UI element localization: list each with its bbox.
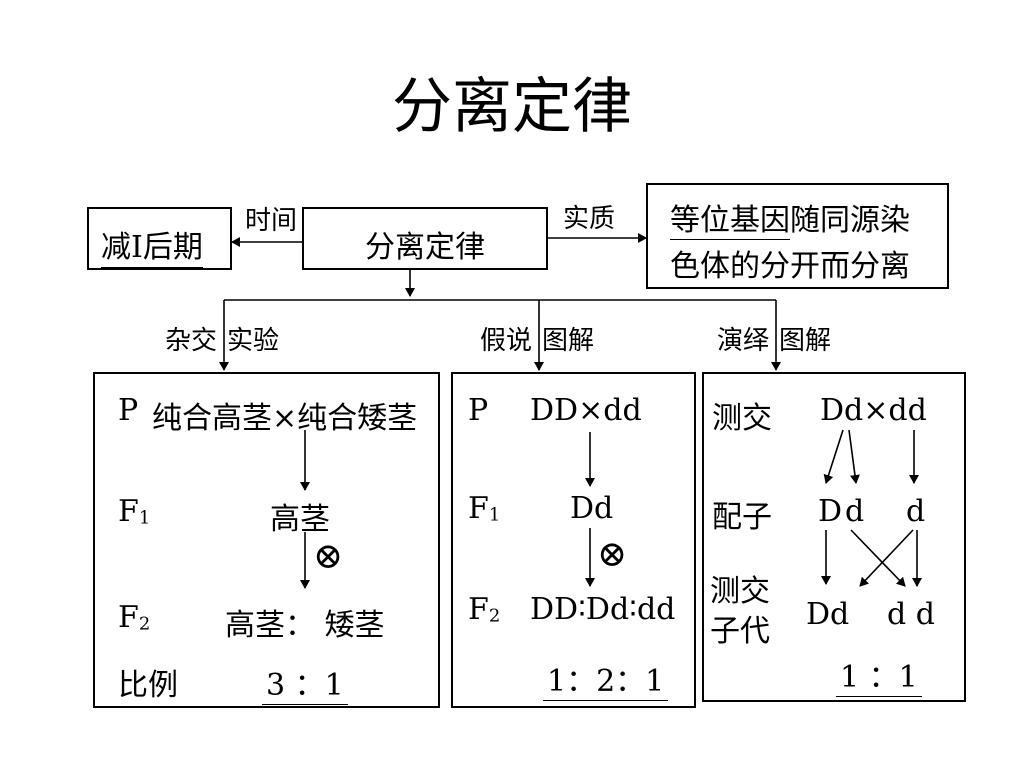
experiment-p-cross: 纯合高茎×纯合矮茎	[152, 401, 418, 436]
branch-experiment-label: 杂交实验	[165, 326, 280, 356]
essence-line1: 等位基因随同源染	[670, 195, 910, 240]
branch-deduction-label: 演绎图解	[717, 326, 832, 356]
branch-hypothesis-label: 假说图解	[480, 326, 595, 356]
experiment-f1-label: F1	[118, 494, 151, 529]
allele-text: 等位基因	[670, 203, 790, 240]
anaphase-text: 减Ⅰ后期	[101, 222, 203, 268]
hypothesis-p-cross: DD×dd	[530, 393, 642, 428]
hypothesis-panel	[451, 372, 696, 708]
experiment-panel	[93, 372, 440, 708]
anaphase-box: 减Ⅰ后期	[87, 207, 232, 270]
deduction-testcross-label: 测交	[712, 401, 772, 436]
experiment-f2-value: 高茎： 矮茎	[225, 608, 385, 643]
self-cross-icon: ⊗	[313, 536, 344, 577]
deduction-offspring-label-1: 测交	[710, 574, 770, 609]
essence-label: 实质	[563, 204, 616, 234]
experiment-ratio-label: 比例	[118, 668, 178, 703]
center-box-label: 分离定律	[365, 230, 485, 265]
experiment-f1-value: 高茎	[270, 502, 330, 537]
offspring-dd: d d	[887, 597, 935, 632]
gamete-d-2: d	[906, 494, 926, 529]
center-box: 分离定律	[302, 207, 548, 270]
hypothesis-f1-value: Dd	[570, 491, 614, 526]
deduction-ratio-value: 1 ：1	[836, 652, 922, 697]
time-label: 时间	[245, 206, 298, 236]
offspring-Dd: Dd	[806, 597, 850, 632]
gamete-d-1: d	[845, 494, 865, 529]
hypothesis-f2-label: F2	[468, 592, 501, 627]
experiment-f2-label: F2	[118, 600, 151, 635]
deduction-offspring-label-2: 子代	[710, 614, 770, 649]
deduction-gamete-label: 配子	[712, 500, 772, 535]
experiment-ratio-value: 3 ：1	[262, 660, 348, 705]
essence-line2: 色体的分开而分离	[670, 249, 910, 284]
deduction-panel	[702, 372, 966, 702]
essence-box: 等位基因随同源染 色体的分开而分离	[646, 183, 949, 289]
essence-line1-rest: 随同源染	[790, 203, 910, 238]
hypothesis-f2-value: DD∶Dd∶dd	[530, 592, 676, 627]
hypothesis-ratio-value: 1：2：1	[543, 656, 669, 701]
page-title: 分离定律	[392, 72, 632, 142]
self-cross-icon: ⊗	[597, 534, 628, 575]
gamete-D: D	[818, 494, 843, 529]
hypothesis-p-label: P	[468, 393, 489, 428]
experiment-p-label: P	[118, 393, 139, 428]
deduction-cross: Dd×dd	[820, 393, 927, 428]
hypothesis-f1-label: F1	[468, 491, 501, 526]
